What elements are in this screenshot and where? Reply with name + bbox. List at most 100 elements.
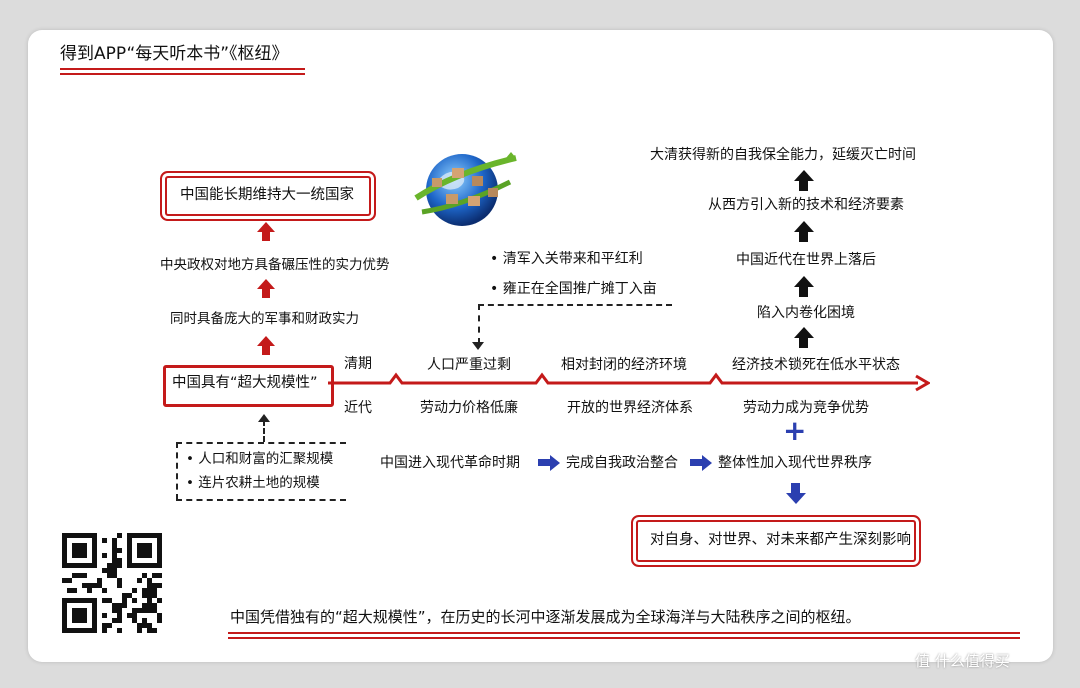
qr-module <box>62 533 67 538</box>
qr-module <box>107 568 112 573</box>
modern-flow-1: 中国进入现代革命时期 <box>380 455 520 471</box>
qr-module <box>92 553 97 558</box>
qr-module <box>87 533 92 538</box>
bracket-top <box>176 442 346 444</box>
qr-module <box>112 543 117 548</box>
arrow-up-icon <box>794 276 814 287</box>
dashed-connector <box>263 420 265 442</box>
plus-icon: + <box>783 414 807 447</box>
arrow-right-icon <box>702 455 712 471</box>
qr-module <box>82 613 87 618</box>
qr-module <box>127 543 132 548</box>
qr-module <box>117 548 122 553</box>
qr-module <box>77 608 82 613</box>
qr-module <box>82 533 87 538</box>
qr-module <box>152 533 157 538</box>
arrow-up-stem <box>262 232 270 241</box>
qr-module <box>112 538 117 543</box>
qr-module <box>147 543 152 548</box>
timeline-label-modern: 近代 <box>344 400 372 416</box>
qr-module <box>127 558 132 563</box>
timeline-bottom-1: 劳动力价格低廉 <box>420 400 518 416</box>
qr-module <box>102 623 107 628</box>
qr-module <box>142 603 147 608</box>
qr-module <box>72 533 77 538</box>
modern-flow-2: 完成自我政治整合 <box>566 455 678 471</box>
qr-module <box>77 543 82 548</box>
qr-module <box>102 553 107 558</box>
qr-module <box>142 548 147 553</box>
qr-module <box>132 588 137 593</box>
qr-module <box>102 613 107 618</box>
qr-module <box>152 573 157 578</box>
qr-module <box>82 553 87 558</box>
qr-module <box>82 618 87 623</box>
qr-module <box>127 538 132 543</box>
arrow-right-stem <box>690 459 702 466</box>
arrow-up-stem <box>799 287 808 297</box>
qr-module <box>112 603 117 608</box>
qr-module <box>132 613 137 618</box>
qr-module <box>82 608 87 613</box>
bullet-item: • 连片农耕土地的规模 <box>186 475 320 491</box>
qr-module <box>127 593 132 598</box>
qr-module <box>157 563 162 568</box>
header-title: 得到APP“每天听本书”《枢纽》 <box>60 44 289 64</box>
right-chain-1: 陷入内卷化困境 <box>757 305 855 321</box>
qr-module <box>147 623 152 628</box>
qr-module <box>137 533 142 538</box>
qr-module <box>152 563 157 568</box>
qr-module <box>107 598 112 603</box>
qr-module <box>117 578 122 583</box>
qr-module <box>132 563 137 568</box>
qr-module <box>147 603 152 608</box>
qr-module <box>147 583 152 588</box>
result-box-text: 对自身、对世界、对未来都产生深刻影响 <box>650 532 911 548</box>
qr-module <box>62 603 67 608</box>
conclusion-underline <box>228 632 1020 634</box>
qr-module <box>102 588 107 593</box>
qr-module <box>77 628 82 633</box>
timeline-bottom-3: 劳动力成为竞争优势 <box>743 400 869 416</box>
qr-module <box>147 628 152 633</box>
timeline-top-1: 人口严重过剩 <box>427 357 511 373</box>
right-chain-2: 中国近代在世界上落后 <box>736 252 876 268</box>
qr-code-icon <box>62 533 162 633</box>
timeline-top-2: 相对封闭的经济环境 <box>561 357 687 373</box>
qr-module <box>72 553 77 558</box>
qr-module <box>152 583 157 588</box>
qing-note-2: • 雍正在全国推广摊丁入亩 <box>490 281 657 297</box>
qr-module <box>142 588 147 593</box>
qr-module <box>67 598 72 603</box>
qr-module <box>72 543 77 548</box>
qr-module <box>112 558 117 563</box>
header-underline <box>60 68 305 70</box>
arrow-up-stem <box>799 232 808 242</box>
qr-module <box>117 533 122 538</box>
bracket-left <box>176 442 178 500</box>
main-box <box>163 365 334 407</box>
qr-module <box>107 573 112 578</box>
qr-module <box>132 533 137 538</box>
arrow-up-icon <box>257 279 275 289</box>
qr-module <box>152 628 157 633</box>
qr-module <box>122 603 127 608</box>
qr-module <box>62 608 67 613</box>
qr-module <box>147 593 152 598</box>
qr-module <box>67 578 72 583</box>
qr-module <box>77 618 82 623</box>
conclusion-text: 中国凭借独有的“超大规模性”，在历史的长河中逐渐发展成为全球海洋与大陆秩序之间的… <box>230 608 861 626</box>
globe-icon <box>414 152 517 226</box>
qr-module <box>87 598 92 603</box>
qr-module <box>157 538 162 543</box>
qr-module <box>157 553 162 558</box>
qr-module <box>157 533 162 538</box>
arrow-down-icon <box>786 493 806 504</box>
modern-flow-3: 整体性加入现代世界秩序 <box>718 455 872 471</box>
qr-module <box>77 573 82 578</box>
qr-module <box>157 573 162 578</box>
qr-module <box>157 598 162 603</box>
qr-module <box>82 628 87 633</box>
qr-module <box>97 578 102 583</box>
qr-module <box>117 608 122 613</box>
